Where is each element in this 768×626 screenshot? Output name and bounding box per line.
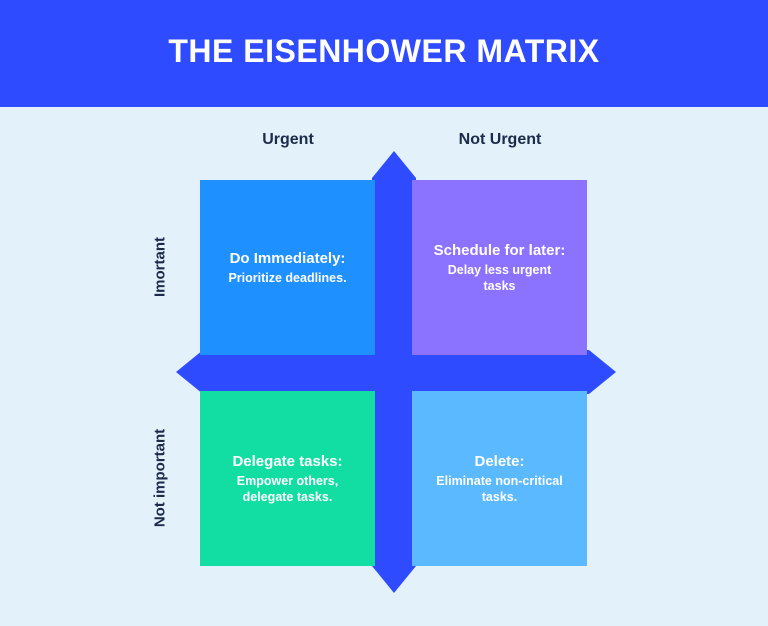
quadrant-title: Schedule for later: — [433, 242, 566, 259]
horizontal-double-arrow — [176, 350, 616, 394]
quadrant-title: Delete: — [474, 453, 525, 470]
quadrant-do-immediately: Do Immediately: Prioritize deadlines. — [200, 180, 375, 355]
row-label-not-important: Not important — [151, 428, 169, 528]
quadrant-title: Do Immediately: — [229, 250, 346, 267]
column-label-not-urgent: Not Urgent — [458, 131, 542, 148]
quadrant-schedule: Schedule for later: Delay less urgent ta… — [412, 180, 587, 355]
column-label-urgent: Urgent — [262, 131, 314, 148]
quadrant-description-line: tasks — [483, 279, 516, 293]
page-title: THE EISENHOWER MATRIX — [168, 33, 600, 69]
quadrant-description-line: Eliminate non-critical — [436, 474, 563, 488]
quadrant-description-line: Empower others, — [236, 474, 339, 488]
quadrant-description-line: Delay less urgent — [447, 263, 552, 277]
quadrant-description-line: Prioritize deadlines. — [228, 271, 347, 285]
quadrant-delegate: Delegate tasks: Empower others, delegate… — [200, 391, 375, 566]
header-banner: THE EISENHOWER MATRIX — [0, 0, 768, 107]
quadrant-description-line: delegate tasks. — [242, 490, 333, 504]
quadrant-title: Delegate tasks: — [232, 453, 343, 470]
quadrant-delete: Delete: Eliminate non-critical tasks. — [412, 391, 587, 566]
row-label-important: Imortant — [151, 237, 169, 297]
quadrant-description-line: tasks. — [481, 490, 518, 504]
